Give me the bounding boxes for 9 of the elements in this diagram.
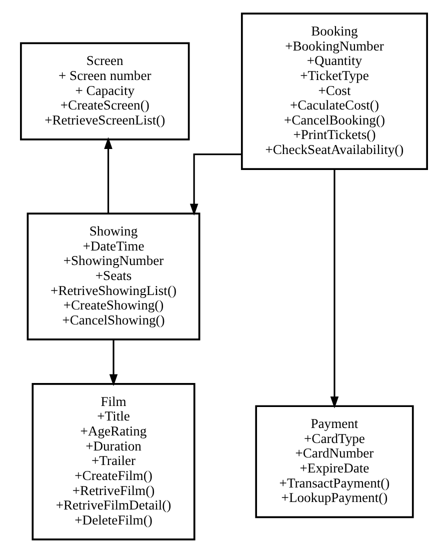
arrow	[189, 153, 242, 216]
arrow	[108, 340, 118, 386]
node-box: Screen + Screen number + Capacity +CreateScreen() +RetrieveScreenList()	[20, 42, 190, 140]
node-box: Booking +BookingNumber +Quantity +TicketType +Cost +CaculateCost() +CancelBooking() +PrintTickets() +CheckSeatAvailability()	[240, 12, 428, 170]
node-box: Showing +DateTime +ShowingNumber +Seats +RetriveShowingList() +CreateShowing() +CancelShowing()	[26, 212, 200, 340]
arrow	[104, 137, 112, 214]
node-box: Film +Title +AgeRating +Duration +Trailer +CreateFilm() +RetriveFilm() +RetriveFilmDetail() +DeleteFilm()	[31, 382, 195, 540]
node-box: Payment +CardType +CardNumber +ExpireDate +TransactPayment() +LookupPayment()	[254, 405, 414, 518]
arrow	[330, 169, 338, 408]
